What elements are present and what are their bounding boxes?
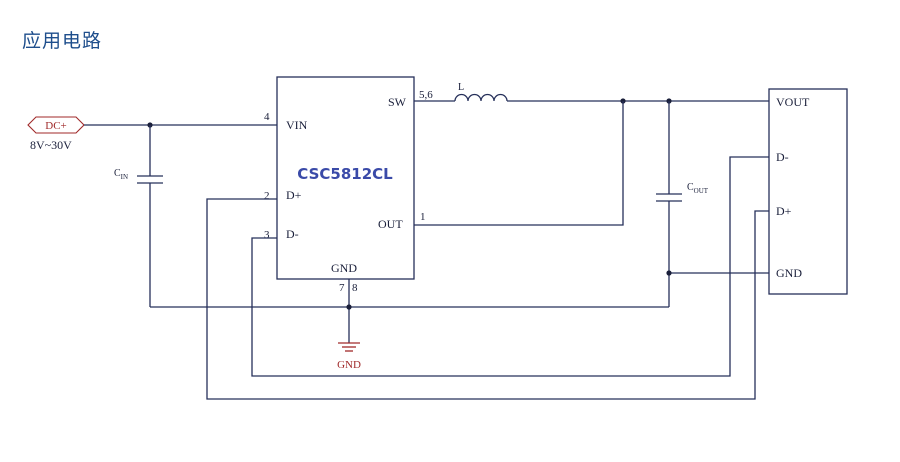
pin-gnd-number-8: 8: [352, 282, 358, 294]
wire-out-feedback: [414, 101, 624, 226]
dc-input-label: DC+: [45, 120, 66, 132]
pin-gnd-label: GND: [331, 261, 357, 275]
wire-dplus: [206, 198, 769, 400]
junction-gnd: [346, 304, 352, 310]
ic-name: CSC5812CL: [297, 165, 393, 183]
connector-dplus-label: D+: [776, 204, 792, 218]
cin-label: CIN: [114, 168, 128, 181]
connector-dminus-label: D-: [776, 150, 789, 164]
pin-out-label: OUT: [378, 217, 403, 231]
ground-label: GND: [337, 359, 361, 371]
connector-vout-label: VOUT: [776, 95, 810, 109]
pin-vin-label: VIN: [286, 118, 308, 132]
pin-sw-number: 5,6: [419, 89, 433, 101]
pin-sw-label: SW: [388, 95, 407, 109]
page-title: 应用电路: [22, 30, 103, 52]
cout-label: COUT: [687, 182, 709, 195]
wire-dminus: [251, 156, 769, 377]
pin-dplus-number: 2: [264, 190, 270, 202]
pin-vin-number: 4: [264, 111, 270, 123]
pin-dminus-number: 3: [264, 229, 270, 241]
pin-gnd-number-7: 7: [339, 282, 345, 294]
inductor-label: L: [458, 82, 464, 93]
ic-body: [276, 76, 415, 280]
pin-out-number: 1: [420, 211, 426, 223]
output-connector: [768, 88, 848, 295]
pin-dplus-label: D+: [286, 188, 302, 202]
inductor: [454, 93, 508, 102]
junction-connector-gnd: [666, 270, 672, 276]
input-voltage-range: 8V~30V: [30, 138, 72, 152]
connector-gnd-label: GND: [776, 266, 802, 280]
pin-dminus-label: D-: [286, 227, 299, 241]
